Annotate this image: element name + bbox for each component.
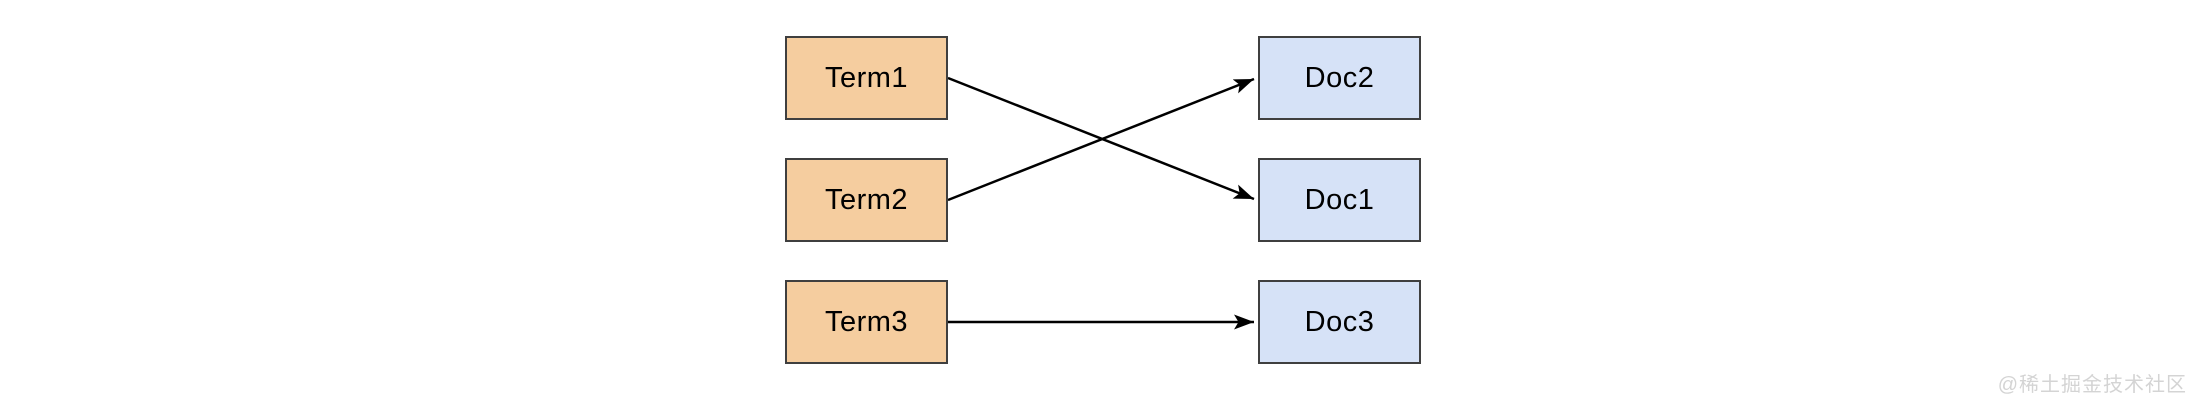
watermark: @稀土掘金技术社区 — [1997, 374, 2187, 396]
node-term2: Term2 — [785, 158, 948, 242]
edge-term1-to-doc1 — [947, 76, 1255, 201]
node-doc1: Doc1 — [1258, 158, 1421, 242]
edge-term2-to-doc2 — [947, 77, 1255, 202]
node-term1: Term1 — [785, 36, 948, 120]
node-doc3: Doc3 — [1258, 280, 1421, 364]
node-term3: Term3 — [785, 280, 948, 364]
node-doc2: Doc2 — [1258, 36, 1421, 120]
